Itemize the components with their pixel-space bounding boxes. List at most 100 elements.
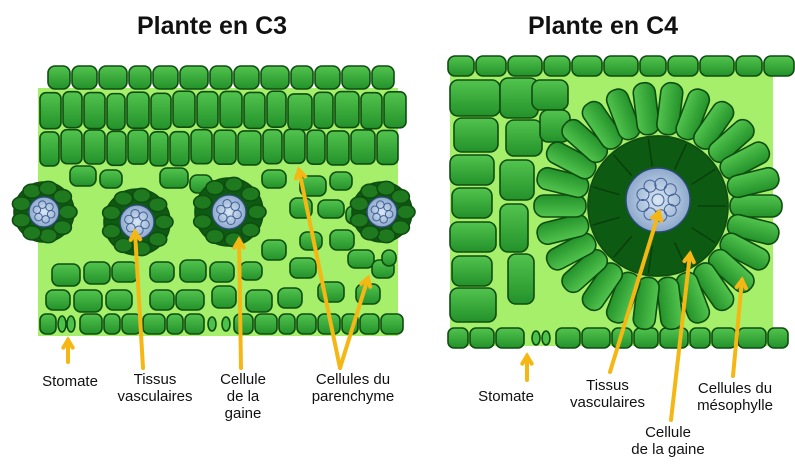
epidermis-cell <box>372 66 394 89</box>
palisade-cell <box>63 92 82 128</box>
mesophyll-cell <box>500 204 528 252</box>
c4-label-mesophylle: Cellules du mésophylle <box>680 380 790 414</box>
parenchyma-cell <box>290 258 316 278</box>
palisade-cell <box>284 129 305 163</box>
stomate-guard-cell <box>222 317 230 331</box>
parenchyma-cell <box>52 264 80 286</box>
c3-leaf <box>12 66 415 336</box>
sheath-cell <box>12 213 30 227</box>
lower-epidermis-cell <box>185 314 204 334</box>
c4-label-tissus: Tissus vasculaires <box>555 377 660 411</box>
mesophyll-cell <box>454 118 498 152</box>
palisade-cell <box>214 130 236 164</box>
palisade-cell <box>128 130 148 164</box>
mesophyll-cell <box>506 120 542 156</box>
palisade-cell <box>384 92 406 128</box>
sheath-cell <box>149 232 167 246</box>
sheath-cell <box>12 197 30 211</box>
epidermis-cell <box>291 66 313 89</box>
epidermis-cell <box>261 66 289 89</box>
sheath-cell <box>206 229 224 243</box>
parenchyma-cell <box>176 290 204 310</box>
parenchyma-cell <box>278 288 302 308</box>
parenchyma-cell <box>70 166 96 186</box>
lower-epidermis-cell <box>360 314 379 334</box>
epidermis-cell <box>572 56 602 76</box>
parenchyma-cell <box>246 290 272 312</box>
mesophyll-cell <box>532 80 568 110</box>
c3-label-gaine: Cellule de la gaine <box>205 371 281 422</box>
sheath-cell <box>361 184 379 198</box>
palisade-cell <box>197 92 218 128</box>
c4-vascular-tissue <box>626 168 690 232</box>
mesophyll-cell <box>508 254 534 304</box>
lower-epidermis-cell <box>167 314 183 334</box>
lower-epidermis-cell <box>234 314 253 334</box>
parenchyma-cell <box>84 262 110 284</box>
sheath-cell <box>149 198 167 212</box>
lower-epidermis-cell <box>660 328 688 348</box>
lower-epidermis-cell <box>582 328 610 348</box>
palisade-cell <box>263 130 282 164</box>
lower-epidermis-cell <box>297 314 316 334</box>
sheath-cell <box>225 177 243 191</box>
parenchyma-cell <box>46 290 70 310</box>
epidermis-cell <box>476 56 506 76</box>
c3-label-tissus: Tissus vasculaires <box>105 371 205 405</box>
stomate-guard-cell <box>67 316 75 332</box>
epidermis-cell <box>72 66 97 89</box>
palisade-cell <box>220 91 242 127</box>
palisade-cell <box>267 91 286 127</box>
stomate-guard-cell <box>58 316 66 332</box>
c4-upper-epidermis <box>448 56 794 76</box>
epidermis-cell <box>342 66 370 89</box>
epidermis-cell <box>604 56 638 76</box>
c3-title: Plante en C3 <box>137 12 287 41</box>
epidermis-cell <box>129 66 151 89</box>
sheath-cell <box>361 226 379 240</box>
parenchyma-cell <box>100 170 122 188</box>
epidermis-cell <box>668 56 698 76</box>
palisade-cell <box>107 131 126 165</box>
parenchyma-cell <box>330 172 352 190</box>
palisade-cell <box>238 131 261 165</box>
palisade-cell <box>377 130 398 164</box>
parenchyma-cell <box>262 170 286 188</box>
sheath-cell <box>248 205 266 219</box>
lower-epidermis-cell <box>634 328 658 348</box>
sheath-cell <box>397 205 415 219</box>
lower-epidermis-cell <box>255 314 277 334</box>
sheath-cell <box>194 195 212 209</box>
palisade-cell <box>307 130 325 164</box>
lower-epidermis-cell <box>104 314 120 334</box>
lower-epidermis-cell <box>712 328 736 348</box>
parenchyma-cell <box>106 290 132 310</box>
lower-epidermis-cell <box>496 328 524 348</box>
palisade-cell <box>351 130 375 164</box>
parenchyma-cell <box>382 250 396 266</box>
palisade-cell <box>361 93 382 129</box>
palisade-cell <box>170 132 189 166</box>
arrow-shaft <box>239 240 241 368</box>
palisade-cell <box>191 130 212 164</box>
stomate-guard-cell <box>542 331 550 345</box>
epidermis-cell <box>640 56 666 76</box>
sheath-cell <box>59 205 77 219</box>
c4-title: Plante en C4 <box>528 12 678 41</box>
parenchyma-cell <box>240 262 262 280</box>
sheath-cell <box>350 197 368 211</box>
sheath-cell <box>391 190 409 204</box>
palisade-cell <box>244 92 265 128</box>
palisade-cell <box>61 130 82 164</box>
palisade-cell <box>335 92 359 128</box>
mesophyll-cell <box>500 160 534 200</box>
epidermis-cell <box>315 66 340 89</box>
lower-epidermis-cell <box>690 328 710 348</box>
c3-label-parenchyme: Cellules du parenchyme <box>293 371 413 405</box>
c3-label-stomate: Stomate <box>30 373 110 390</box>
lower-epidermis-cell <box>40 314 56 334</box>
palisade-cell <box>84 130 105 164</box>
mesophyll-ring-cell-group <box>534 195 586 217</box>
sheath-cell <box>39 229 57 243</box>
c4-label-gaine: Cellule de la gaine <box>618 424 718 458</box>
